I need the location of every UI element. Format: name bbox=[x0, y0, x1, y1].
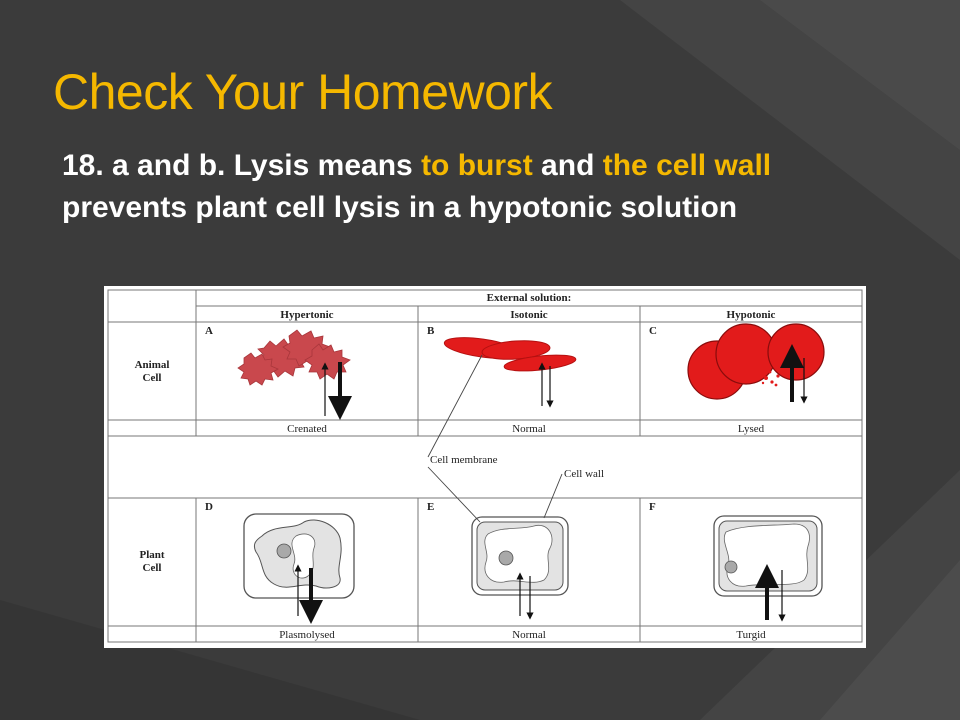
answer-part: 18. a and b. Lysis means bbox=[62, 149, 422, 182]
slide-title: Check Your Homework bbox=[53, 64, 553, 120]
nucleus-e bbox=[498, 550, 514, 566]
caption-crenated: Crenated bbox=[287, 423, 327, 435]
row-label-plant: Plant bbox=[139, 549, 164, 561]
normal-red-cells bbox=[443, 337, 577, 372]
caption-normal-plant: Normal bbox=[512, 629, 546, 641]
osmosis-figure: External solution: Hypertonic Isotonic H… bbox=[104, 286, 866, 648]
answer-highlight: the cell wall bbox=[602, 149, 772, 182]
answer-highlight: to burst bbox=[421, 149, 533, 182]
row-label-animal: Animal bbox=[135, 359, 170, 371]
row-label-plant-cell: Cell bbox=[143, 562, 162, 574]
panel-letter-e: E bbox=[427, 501, 434, 513]
crenated-cells bbox=[237, 329, 351, 386]
column-header-hypertonic: Hypertonic bbox=[280, 309, 333, 321]
answer-text: 18. a and b. Lysis means to burst and th… bbox=[62, 145, 902, 229]
column-header-hypotonic: Hypotonic bbox=[727, 309, 776, 321]
panel-letter-d: D bbox=[205, 501, 213, 513]
nucleus-f bbox=[724, 560, 738, 574]
row-label-animal-cell: Cell bbox=[143, 372, 162, 384]
osmosis-diagram: External solution: Hypertonic Isotonic H… bbox=[107, 289, 863, 643]
panel-letter-c: C bbox=[649, 325, 657, 337]
panel-letter-a: A bbox=[205, 325, 213, 337]
callout-cell-membrane: Cell membrane bbox=[430, 454, 498, 466]
nucleus-d bbox=[276, 543, 292, 559]
caption-normal-animal: Normal bbox=[512, 423, 546, 435]
panel-letter-f: F bbox=[649, 501, 656, 513]
table-grid bbox=[107, 289, 863, 643]
callout-cell-wall: Cell wall bbox=[564, 468, 604, 480]
caption-turgid: Turgid bbox=[736, 629, 766, 641]
answer-part: and bbox=[532, 149, 603, 182]
caption-lysed: Lysed bbox=[738, 423, 765, 435]
callout-leader-lines bbox=[427, 354, 563, 523]
vacuole-e bbox=[484, 524, 553, 583]
external-solution-header: External solution: bbox=[487, 292, 572, 304]
column-header-isotonic: Isotonic bbox=[510, 309, 547, 321]
caption-plasmolysed: Plasmolysed bbox=[279, 629, 335, 641]
panel-letter-b: B bbox=[427, 325, 435, 337]
answer-part: prevents plant cell lysis in a hypotonic… bbox=[62, 191, 738, 224]
burst-fragments bbox=[761, 370, 780, 387]
